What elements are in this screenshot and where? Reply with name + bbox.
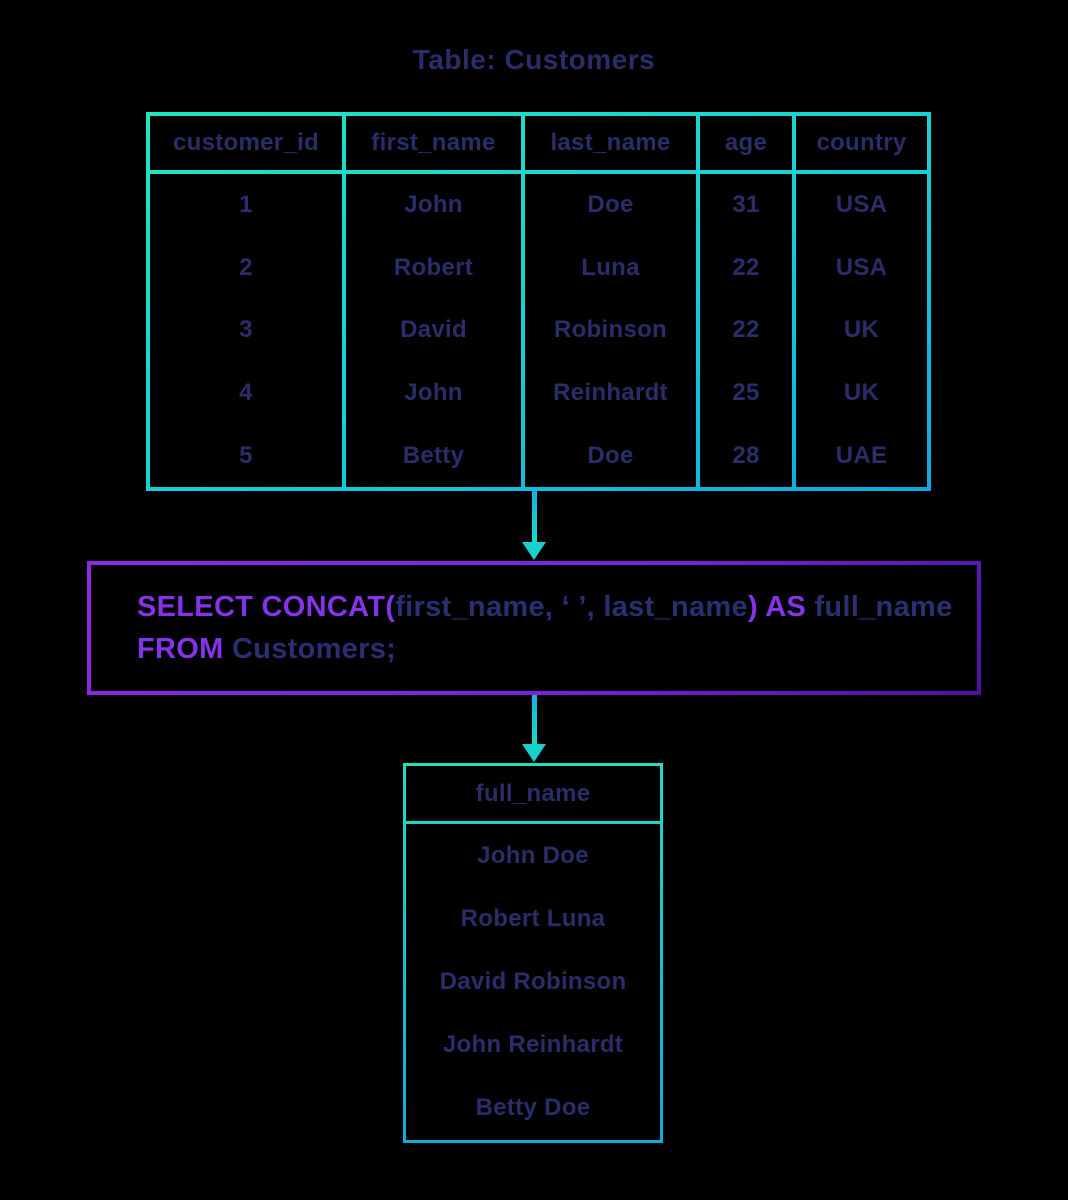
cell-customer-id: 2 xyxy=(239,253,253,281)
cell-age: 22 xyxy=(732,253,760,281)
result-table-grid: full_name John Doe Robert Luna David Rob… xyxy=(406,766,660,1140)
cell-customer-id: 1 xyxy=(239,191,253,219)
cell-country: UAE xyxy=(835,441,888,469)
cell-age: 25 xyxy=(732,379,760,407)
cell-customer-id: 3 xyxy=(239,316,253,344)
cell-last-name: Doe xyxy=(587,441,634,469)
cell-last-name: Luna xyxy=(581,253,640,281)
column-customer-id: 1 2 3 4 5 xyxy=(150,174,342,487)
cell-full-name: John Doe xyxy=(477,841,589,869)
column-header-customer-id: customer_id xyxy=(150,116,342,170)
cell-customer-id: 5 xyxy=(239,441,253,469)
cell-first-name: John xyxy=(404,191,463,219)
customers-table-grid: customer_id first_name last_name age cou… xyxy=(150,116,927,487)
sql-concat-args: first_name, ‘ ’, last_name xyxy=(395,591,748,623)
sql-query-line-1: SELECT CONCAT(first_name, ‘ ’, last_name… xyxy=(137,586,977,628)
cell-country: UK xyxy=(843,316,880,344)
column-full-name: John Doe Robert Luna David Robinson John… xyxy=(406,824,660,1140)
column-header-age: age xyxy=(700,116,792,170)
cell-country: USA xyxy=(835,253,888,281)
sql-table-name: Customers; xyxy=(231,633,397,665)
arrow-shaft xyxy=(531,695,537,745)
cell-first-name: Betty xyxy=(402,441,465,469)
sql-keyword-from: FROM xyxy=(137,633,232,665)
cell-last-name: Reinhardt xyxy=(553,379,668,407)
column-header-first-name: first_name xyxy=(346,116,521,170)
cell-full-name: John Reinhardt xyxy=(442,1031,624,1059)
cell-full-name: Robert Luna xyxy=(460,904,606,932)
cell-age: 22 xyxy=(732,316,760,344)
sql-query-line-2: FROM Customers; xyxy=(137,628,977,670)
column-header-country: country xyxy=(796,116,927,170)
column-first-name: John Robert David John Betty xyxy=(346,174,521,487)
arrow-shaft xyxy=(531,491,537,543)
cell-country: USA xyxy=(835,191,888,219)
column-country: USA USA UK UK UAE xyxy=(796,174,927,487)
sql-keyword-as: ) AS xyxy=(747,591,815,623)
table-title: Table: Customers xyxy=(412,44,656,75)
sql-keyword-select-concat: SELECT CONCAT( xyxy=(137,591,396,623)
arrow-down-icon xyxy=(521,695,547,762)
sql-query-box: SELECT CONCAT(first_name, ‘ ’, last_name… xyxy=(87,561,981,695)
cell-full-name: Betty Doe xyxy=(475,1094,591,1122)
result-table: full_name John Doe Robert Luna David Rob… xyxy=(403,763,663,1143)
column-header-full-name: full_name xyxy=(406,766,660,821)
cell-first-name: John xyxy=(404,379,463,407)
column-age: 31 22 22 25 28 xyxy=(700,174,792,487)
arrow-head xyxy=(522,542,546,560)
arrow-head xyxy=(522,744,546,762)
cell-age: 28 xyxy=(732,441,760,469)
sql-alias-full-name: full_name xyxy=(814,591,953,623)
cell-country: UK xyxy=(843,379,880,407)
customers-table: customer_id first_name last_name age cou… xyxy=(146,112,931,491)
cell-last-name: Doe xyxy=(587,191,634,219)
cell-first-name: Robert xyxy=(393,253,474,281)
cell-customer-id: 4 xyxy=(239,379,253,407)
column-last-name: Doe Luna Robinson Reinhardt Doe xyxy=(525,174,696,487)
cell-full-name: David Robinson xyxy=(439,968,627,995)
cell-last-name: Robinson xyxy=(553,316,668,344)
column-header-last-name: last_name xyxy=(525,116,696,170)
sql-query-content: SELECT CONCAT(first_name, ‘ ’, last_name… xyxy=(91,565,977,691)
arrow-down-icon xyxy=(521,491,547,560)
cell-first-name: David xyxy=(400,316,467,344)
cell-age: 31 xyxy=(732,191,760,219)
